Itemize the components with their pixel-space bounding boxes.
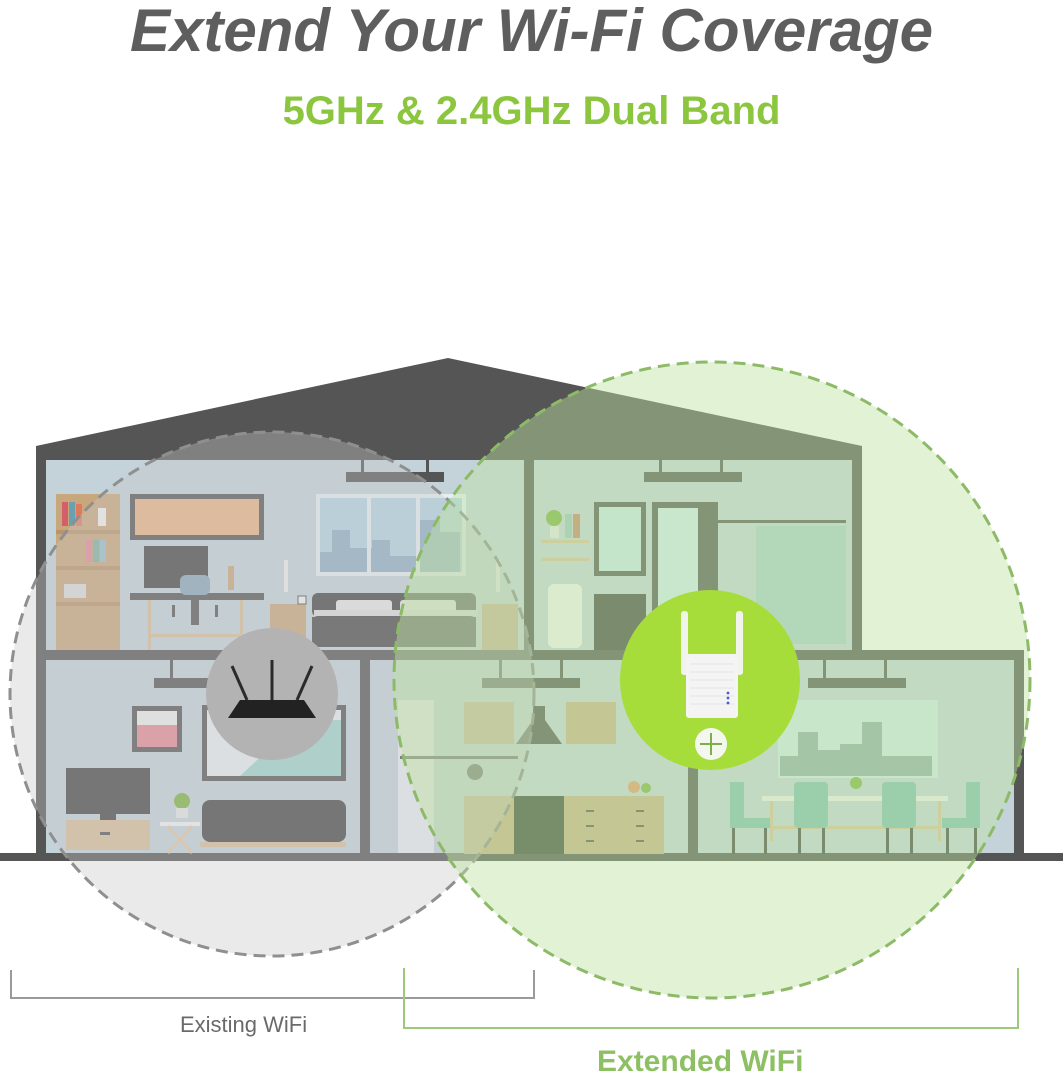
page-subtitle: 5GHz & 2.4GHz Dual Band bbox=[282, 89, 781, 133]
existing-wifi-label: Existing WiFi bbox=[180, 1012, 308, 1037]
wifi-router-icon bbox=[206, 628, 338, 760]
plus-icon bbox=[695, 728, 727, 760]
page-title: Extend Your Wi-Fi Coverage bbox=[130, 0, 933, 64]
wifi-extender-icon bbox=[620, 590, 800, 770]
extended-wifi-label: Extended WiFi bbox=[597, 1045, 804, 1078]
house bbox=[0, 358, 1063, 861]
extended-wifi-bracket bbox=[403, 968, 1019, 1029]
existing-wifi-bracket bbox=[10, 970, 535, 999]
